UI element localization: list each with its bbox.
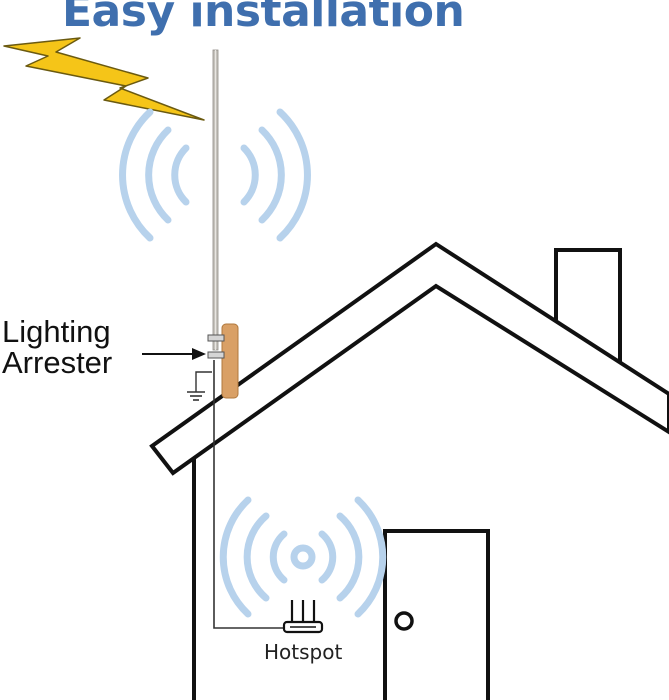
router-icon: [282, 600, 324, 634]
hotspot-label: Hotspot: [264, 640, 343, 664]
coax-cable: [213, 360, 286, 629]
arrester-label-line2: Arrester: [2, 345, 113, 380]
lightning-arrester-label: Lighting Arrester: [2, 316, 112, 378]
ground-wire: [195, 371, 212, 392]
house-icon: [149, 241, 669, 700]
wooden-post: [221, 323, 239, 399]
arrester-pointer-arrow: [142, 348, 206, 360]
hotspot-waves: [219, 496, 387, 618]
signal-waves-icon: [119, 108, 311, 242]
door: [383, 529, 490, 700]
ground-symbol-icon: [187, 391, 205, 401]
arrester-label-line1: Lighting: [2, 314, 111, 349]
mount-clamp-bottom: [207, 351, 225, 359]
lightning-bolt-icon: [3, 37, 205, 121]
page-title: Easy installation: [62, 0, 465, 37]
mount-clamp-top: [207, 334, 225, 342]
antenna-icon: [207, 49, 225, 359]
door-knob: [394, 611, 414, 631]
roof: [149, 241, 669, 476]
chimney: [554, 248, 622, 378]
